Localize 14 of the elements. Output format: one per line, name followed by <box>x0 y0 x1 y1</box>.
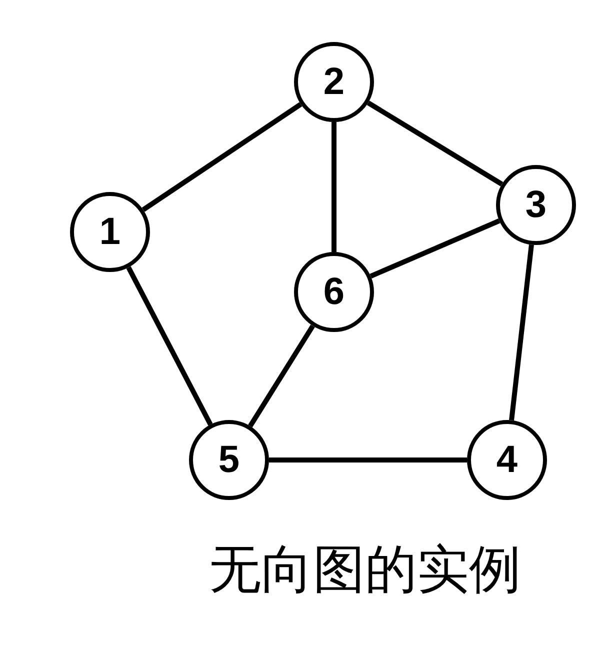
vertex-number: 3 <box>525 186 547 224</box>
vertex-number: 6 <box>323 273 345 311</box>
edge-line <box>509 244 534 421</box>
vertex-number: 2 <box>323 63 345 101</box>
vertex-number: 4 <box>496 441 518 479</box>
edge-line <box>366 100 504 186</box>
vertex-number: 5 <box>218 441 240 479</box>
edge-line <box>332 122 336 252</box>
edge-line <box>269 458 467 462</box>
caption: 无向图的实例 <box>208 545 522 597</box>
edge-line <box>248 324 315 428</box>
edge-line <box>142 102 302 212</box>
vertex-number: 1 <box>99 213 121 251</box>
edge-line <box>126 266 213 426</box>
